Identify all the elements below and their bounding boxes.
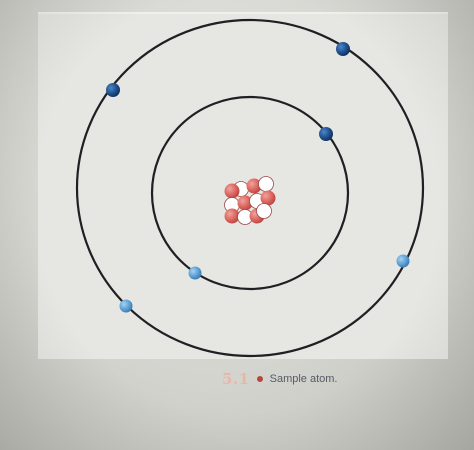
electron xyxy=(188,266,202,280)
electron xyxy=(106,83,120,97)
caption-bullet-icon xyxy=(256,376,263,382)
figure-number: 5.1 xyxy=(222,370,250,388)
outer-orbit xyxy=(75,18,425,358)
proton xyxy=(224,183,240,199)
electron xyxy=(319,127,333,141)
neutron xyxy=(256,203,272,219)
caption-text: Sample atom. xyxy=(269,373,338,385)
electron xyxy=(336,42,350,56)
nucleus xyxy=(224,176,276,225)
neutron xyxy=(258,176,274,192)
inner-shell-electrons xyxy=(188,127,333,280)
inner-orbit xyxy=(150,95,350,291)
proton xyxy=(260,190,276,206)
electron xyxy=(396,254,410,268)
proton xyxy=(237,195,253,211)
figure-caption: 5.1 Sample atom. xyxy=(222,370,337,388)
outer-shell-electrons xyxy=(106,42,410,313)
proton xyxy=(246,178,262,194)
proton xyxy=(224,208,240,224)
electron xyxy=(119,299,133,313)
